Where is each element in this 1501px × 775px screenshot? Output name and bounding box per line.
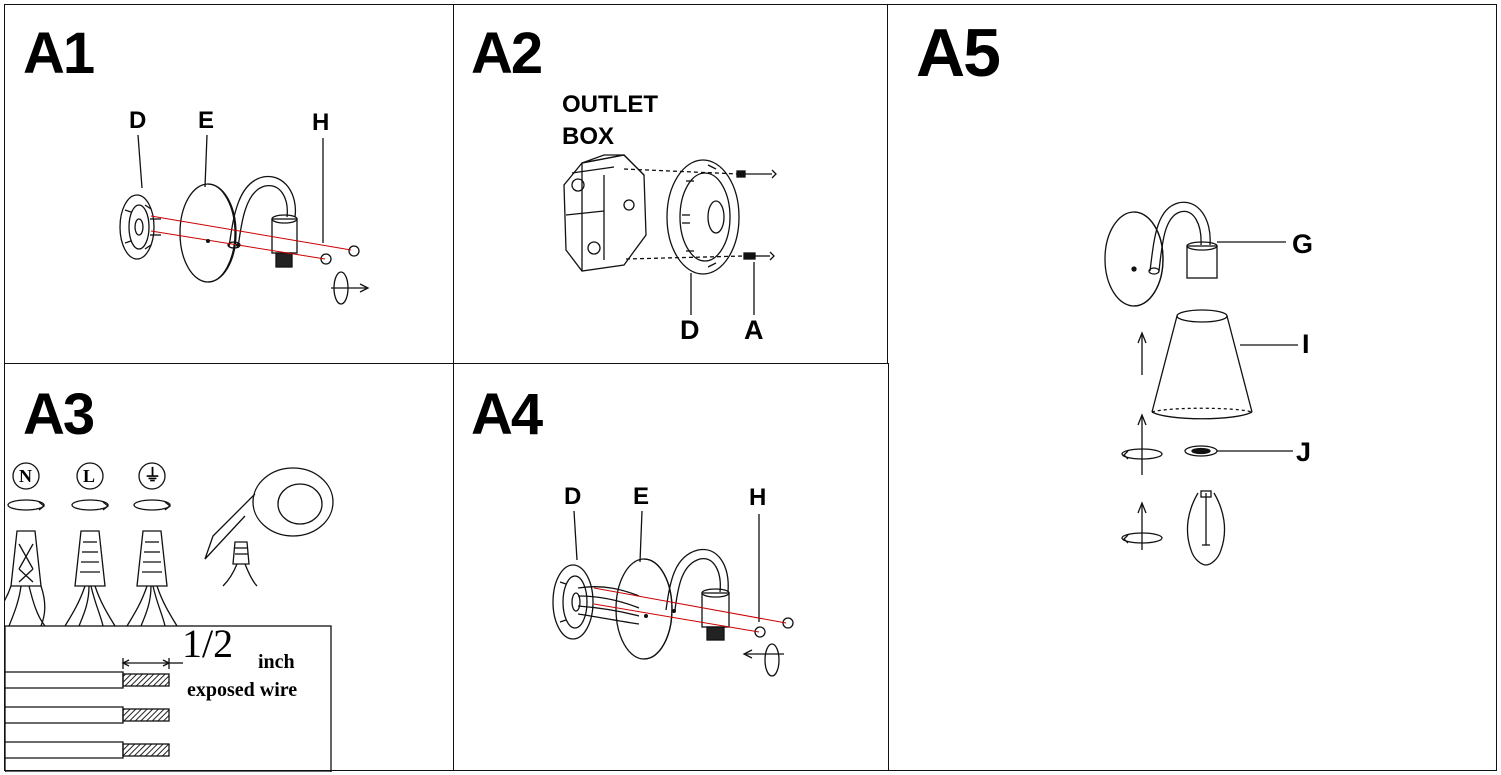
- sconce-exploded-drawing: [119, 134, 370, 305]
- alignment-guide: [150, 215, 352, 251]
- mounting-plate-icon: [552, 564, 594, 640]
- wire-bundle-icon: [577, 586, 640, 625]
- outlet-box-label-line1: OUTLET: [562, 91, 658, 118]
- socket-icon: [1186, 241, 1218, 279]
- outlet-box-icon: [563, 154, 647, 272]
- screw-icon: [743, 251, 775, 261]
- part-label-a: A: [744, 315, 764, 345]
- part-label-j: J: [1296, 437, 1312, 467]
- measurement-value: 1/2: [182, 621, 234, 666]
- sconce-mounting-drawing: [552, 510, 794, 677]
- part-label-h: H: [312, 109, 330, 136]
- wiring-drawing: [5, 462, 334, 772]
- wall-plate-icon: [1104, 211, 1164, 307]
- part-label-g: G: [1292, 229, 1314, 259]
- outlet-box-drawing: [563, 154, 777, 315]
- leader-line: [573, 510, 578, 561]
- candle-bulb-icon: [1186, 490, 1226, 566]
- panel-a2: A2 OUTLET BOX D A: [453, 4, 889, 365]
- panel-title: A2: [471, 21, 543, 86]
- nut-icon: [320, 253, 332, 265]
- panel-a5: A5 G I J: [887, 4, 1497, 771]
- screw-icon: [736, 169, 777, 179]
- alignment-guide: [593, 603, 760, 633]
- stripped-wire-icon: [5, 671, 170, 689]
- panel-title: A3: [23, 382, 95, 447]
- wall-plate-icon: [615, 558, 673, 660]
- neutral-circle-icon: [12, 462, 40, 490]
- twist-arrow-icon: [133, 499, 172, 511]
- nut-icon: [782, 617, 794, 629]
- twist-arrow-icon: [7, 499, 46, 511]
- socket-icon: [701, 588, 730, 641]
- outlet-box-label-line2: BOX: [562, 123, 615, 150]
- nut-icon: [754, 626, 766, 638]
- leader-line: [137, 134, 143, 189]
- stripped-wire-icon: [5, 741, 170, 759]
- nut-icon: [348, 245, 360, 257]
- alignment-guide: [625, 255, 745, 260]
- lamp-arm-icon: [1148, 201, 1211, 275]
- leader-line: [639, 510, 643, 563]
- wire-nut-icon: [126, 530, 178, 627]
- part-label-d: D: [564, 483, 582, 510]
- wire-nut-icon: [64, 530, 116, 627]
- leader-line: [204, 134, 208, 188]
- panel-a3: A3 N L ⏚ 1/2 inch exposed wire: [4, 363, 455, 772]
- mounting-plate-icon: [666, 159, 740, 275]
- alignment-guide: [623, 168, 740, 175]
- part-label-d: D: [680, 315, 700, 345]
- panel-title: A4: [471, 382, 543, 447]
- part-label-e: E: [633, 483, 650, 510]
- part-label-h: H: [749, 484, 767, 511]
- panel-a4: A4 D E H: [453, 363, 889, 771]
- exposed-wire-caption: exposed wire: [187, 679, 298, 701]
- lamp-arm-icon: [665, 548, 729, 611]
- shade-assembly-drawing: [1104, 201, 1298, 566]
- rotate-arrow-icon: [1121, 413, 1163, 475]
- live-circle-icon: [76, 462, 104, 490]
- part-label-i: I: [1302, 329, 1310, 359]
- twist-arrow-icon: [71, 499, 110, 511]
- panel-title: A5: [916, 15, 1001, 91]
- up-arrow-icon: [1137, 331, 1147, 375]
- rotate-arrow-icon: [1121, 501, 1163, 550]
- measurement-box: [5, 625, 332, 772]
- panel-a1: A1 D E H: [4, 4, 455, 365]
- alignment-guide: [593, 587, 787, 624]
- neutral-symbol: N: [19, 466, 32, 486]
- wall-plate-icon: [179, 183, 237, 283]
- live-symbol: L: [83, 466, 96, 486]
- lamp-shade-icon: [1151, 309, 1253, 420]
- taped-wire-icon: [222, 541, 258, 587]
- earth-symbol: ⏚: [144, 466, 161, 485]
- wire-nut-icon: [5, 530, 46, 627]
- stripped-wire-icon: [5, 706, 170, 724]
- dimension-marker: [121, 658, 183, 669]
- panel-title: A1: [23, 21, 95, 86]
- tape-roll-icon: [204, 467, 334, 560]
- lamp-arm-icon: [227, 175, 297, 249]
- earth-circle-icon: [138, 462, 166, 490]
- part-label-e: E: [198, 107, 215, 134]
- socket-icon: [271, 214, 298, 268]
- rotate-arrow-icon: [331, 271, 370, 305]
- measurement-unit: inch: [258, 651, 295, 673]
- shade-ring-icon: [1184, 445, 1218, 457]
- rotate-arrow-icon: [742, 643, 784, 677]
- part-label-d: D: [129, 107, 147, 134]
- mounting-plate-icon: [119, 194, 161, 260]
